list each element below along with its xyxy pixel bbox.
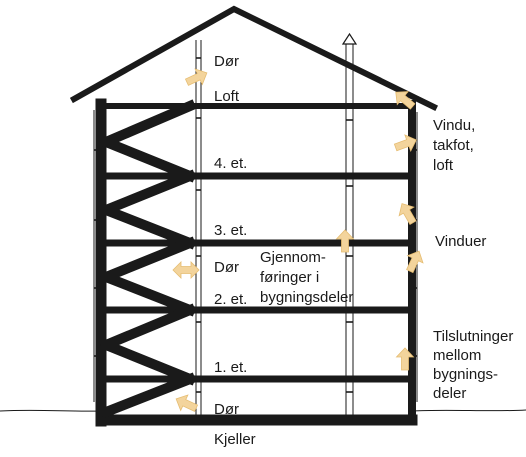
ground-line xyxy=(0,409,526,412)
label-joints-line3: bygnings- xyxy=(433,366,498,383)
label-floor-4: 4. et. xyxy=(214,155,247,172)
label-penetrations-line3: bygningsdeler xyxy=(260,289,353,306)
label-penetrations-line1: Gjennom- xyxy=(260,249,326,266)
label-door-basement: Dør xyxy=(214,401,239,418)
building-structure xyxy=(69,5,439,427)
chimney-cap xyxy=(341,32,358,45)
label-door-middle: Dør xyxy=(214,259,239,276)
label-penetrations-line2: føringer i xyxy=(260,269,319,286)
label-loft: Loft xyxy=(214,88,240,105)
label-window-eaves-line1: Vindu, xyxy=(433,117,475,134)
label-floor-3: 3. et. xyxy=(214,222,247,239)
labels: Dør Loft 4. et. 3. et. Dør 2. et. 1. et.… xyxy=(214,53,513,448)
staircase xyxy=(99,99,197,419)
arrow-loft-door xyxy=(182,64,211,91)
label-floor-1: 1. et. xyxy=(214,359,247,376)
label-joints-line4: deler xyxy=(433,385,466,402)
label-joints-line2: mellom xyxy=(433,347,481,364)
label-window-eaves-line3: loft xyxy=(433,157,454,174)
label-windows: Vinduer xyxy=(435,233,486,250)
label-door-loft: Dør xyxy=(214,53,239,70)
label-basement: Kjeller xyxy=(214,431,256,448)
label-window-eaves-line2: takfot, xyxy=(433,137,474,154)
label-joints-line1: Tilslutninger xyxy=(433,328,513,345)
roof xyxy=(69,5,439,112)
arrow-door-mid xyxy=(172,261,200,279)
label-floor-2: 2. et. xyxy=(214,291,247,308)
